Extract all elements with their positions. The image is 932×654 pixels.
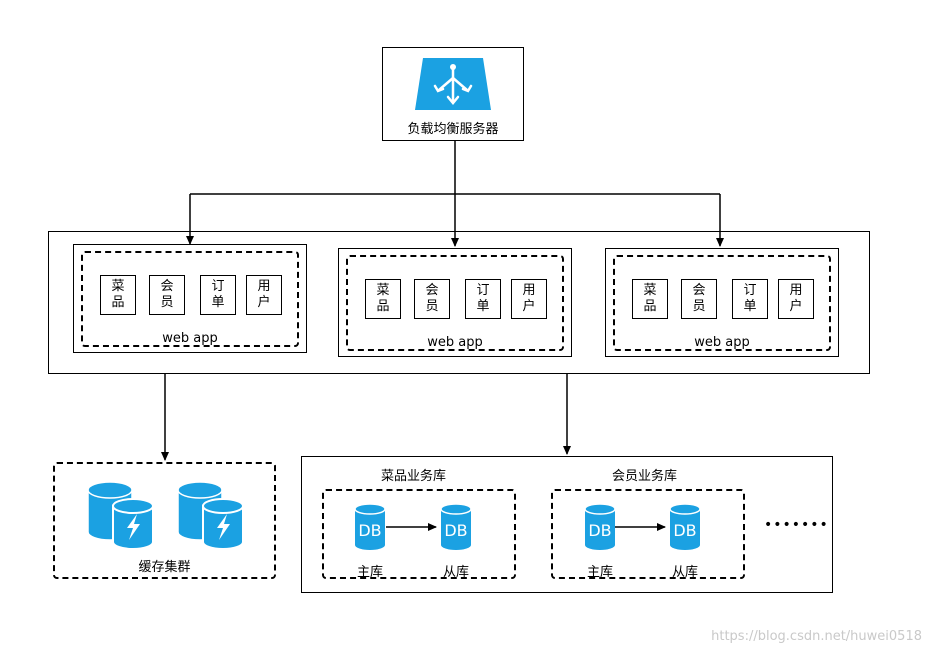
cache-cluster-label: 缓存集群 xyxy=(138,560,191,575)
module-members: 会员 xyxy=(149,275,185,315)
db-group-title-1: 菜品业务库 xyxy=(381,469,447,484)
svg-text:DB: DB xyxy=(444,521,467,540)
module-dishes: 菜品 xyxy=(632,279,668,319)
svg-text:DB: DB xyxy=(588,521,611,540)
webapp-inner-2: 菜品 会员 订单 用户 web app xyxy=(346,255,564,351)
master-db-label-2: 主库 xyxy=(587,565,614,580)
db-group-1 xyxy=(322,489,516,579)
cache-server-2 xyxy=(177,481,244,550)
webapp-box-1: 菜品 会员 订单 用户 web app xyxy=(73,244,307,353)
webapp-box-2: 菜品 会员 订单 用户 web app xyxy=(338,248,572,357)
webapp-box-3: 菜品 会员 订单 用户 web app xyxy=(605,248,839,357)
master-db-label-1: 主库 xyxy=(357,565,384,580)
module-dishes: 菜品 xyxy=(365,279,401,319)
slave-db-label-2: 从库 xyxy=(672,565,699,580)
svg-text:DB: DB xyxy=(358,521,381,540)
webapp-label: web app xyxy=(694,335,750,350)
module-users: 用户 xyxy=(511,279,547,319)
cache-cluster: 缓存集群 xyxy=(53,462,276,579)
webapp-label: web app xyxy=(427,335,483,350)
module-members: 会员 xyxy=(414,279,450,319)
webapp-label: web app xyxy=(162,331,218,346)
module-users: 用户 xyxy=(778,279,814,319)
cache-server-icon xyxy=(87,481,244,550)
load-balancer-label: 负载均衡服务器 xyxy=(407,122,499,137)
db-cluster: 菜品业务库 会员业务库 ••••••• xyxy=(301,456,833,593)
slave-db-icon-2: DB xyxy=(669,503,701,550)
module-users: 用户 xyxy=(246,275,282,315)
webapp-inner-1: 菜品 会员 订单 用户 web app xyxy=(81,251,299,347)
watermark: https://blog.csdn.net/huwei0518 xyxy=(711,629,922,644)
db-group-title-2: 会员业务库 xyxy=(612,469,678,484)
module-orders: 订单 xyxy=(732,279,768,319)
module-orders: 订单 xyxy=(465,279,501,319)
slave-db-label-1: 从库 xyxy=(443,565,470,580)
module-orders: 订单 xyxy=(200,275,236,315)
module-members: 会员 xyxy=(681,279,717,319)
module-dishes: 菜品 xyxy=(100,275,136,315)
webapp-inner-3: 菜品 会员 订单 用户 web app xyxy=(613,255,831,351)
load-balancer-icon xyxy=(415,58,491,110)
slave-db-icon-1: DB xyxy=(440,503,472,550)
more-ellipsis: ••••••• xyxy=(764,517,829,533)
db-group-2 xyxy=(551,489,745,579)
webapp-cluster xyxy=(48,231,870,374)
master-db-icon-2: DB xyxy=(584,503,616,550)
cache-server-1 xyxy=(87,481,154,550)
master-db-icon-1: DB xyxy=(354,503,386,550)
load-balancer-box: 负载均衡服务器 xyxy=(382,47,524,141)
svg-text:DB: DB xyxy=(673,521,696,540)
